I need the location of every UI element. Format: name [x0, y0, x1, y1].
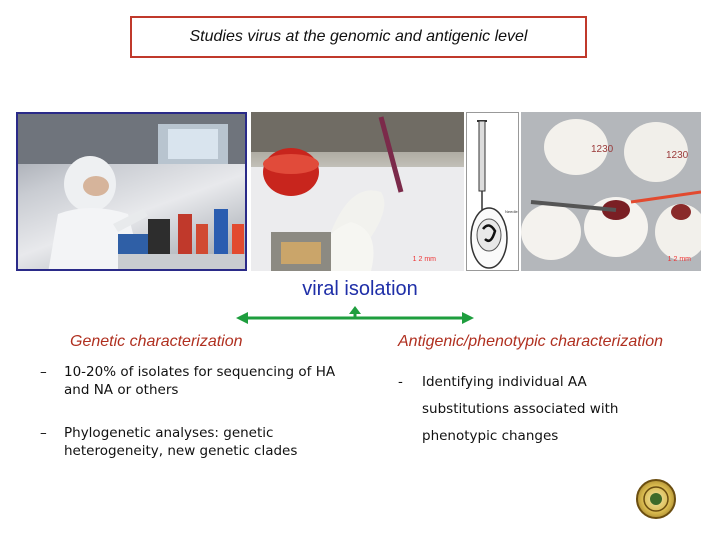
eggs-tray-photo: 1230 1230 1 2 mm	[521, 112, 701, 271]
double-arrow	[236, 306, 474, 324]
bullet-mark: –	[40, 364, 47, 380]
bullet-text: 10-20% of isolates for sequencing of HA …	[64, 364, 336, 398]
scale-label: 1 2 mm	[667, 256, 691, 263]
list-item: – 10-20% of isolates for sequencing of HA…	[40, 363, 350, 399]
bullet-text: Identifying individual AA substitutions …	[422, 374, 619, 444]
list-item: - Identifying individual AA substitutions…	[398, 369, 678, 450]
list-item: – Phylogenetic analyses: genetic heteroge…	[40, 424, 350, 460]
slide-title: Studies virus at the genomic and antigen…	[189, 28, 528, 45]
lab-worker-photo	[16, 112, 247, 271]
scale-label: 1 2 mm	[412, 256, 436, 263]
viral-isolation-label: viral isolation	[302, 278, 418, 300]
svg-text:1230: 1230	[666, 150, 689, 161]
svg-text:1230: 1230	[591, 144, 614, 155]
egg-inoculation-diagram: Needle	[466, 112, 519, 271]
bullet-mark: –	[40, 425, 47, 441]
bullet-text: Phylogenetic analyses: genetic heterogen…	[64, 425, 298, 459]
bullet-mark: -	[398, 374, 403, 390]
title-box: Studies virus at the genomic and antigen…	[130, 16, 587, 58]
genetic-heading: Genetic characterization	[70, 333, 243, 350]
institution-seal-icon	[636, 479, 676, 519]
pipetting-photo: 1 2 mm	[251, 112, 464, 271]
antigenic-heading: Antigenic/phenotypic characterization	[398, 333, 664, 350]
svg-text:Needle: Needle	[505, 209, 518, 214]
